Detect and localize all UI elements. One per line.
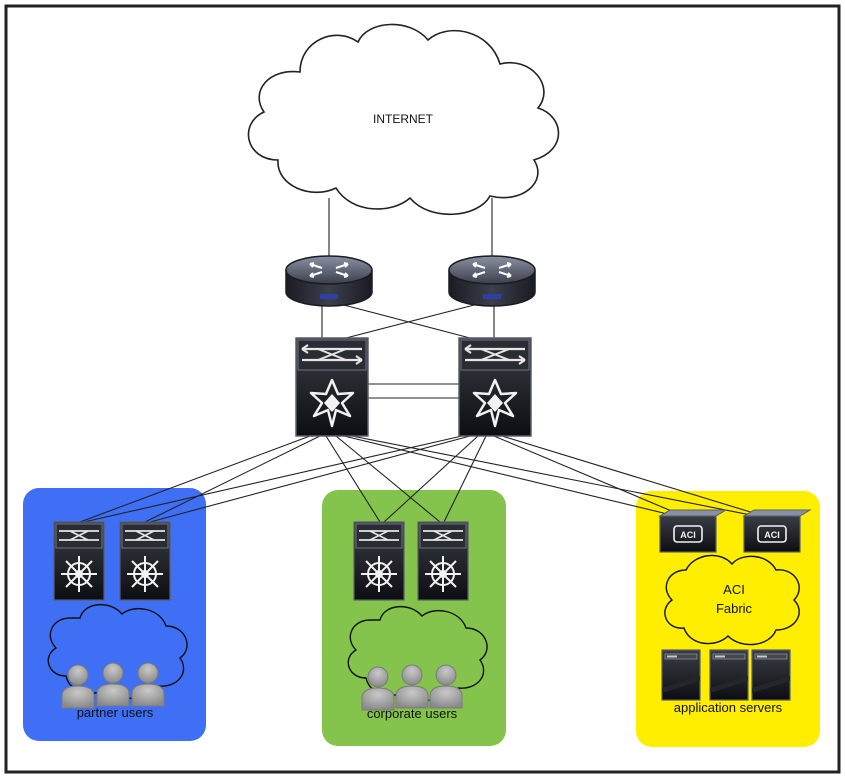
link-core-right-corporate-1 bbox=[383, 435, 479, 523]
link-core-right-corporate-2 bbox=[443, 435, 487, 523]
link-core-left-corporate-2 bbox=[335, 435, 441, 523]
aci-fabric-label-line1: ACI bbox=[723, 582, 745, 597]
link-core-left-corporate-1 bbox=[325, 435, 381, 523]
aci-badge-2: ACI bbox=[764, 530, 780, 540]
aci-switch-2: ACI bbox=[742, 509, 812, 553]
partner-users-label: partner users bbox=[77, 705, 154, 720]
link-core-right-partner-2 bbox=[149, 435, 471, 523]
application-server-1 bbox=[661, 649, 701, 701]
link-core-right-aci-2 bbox=[501, 435, 771, 519]
corporate-switch-2 bbox=[417, 521, 469, 601]
core-switch-right bbox=[457, 336, 533, 438]
link-core-left-partner-2 bbox=[144, 435, 321, 523]
link-core-right-partner-1 bbox=[83, 435, 463, 523]
corporate-switch-1 bbox=[353, 521, 405, 601]
aci-badge-1: ACI bbox=[680, 530, 696, 540]
internet-label: INTERNET bbox=[373, 112, 434, 126]
core-switch-left bbox=[294, 336, 370, 438]
router-left bbox=[285, 255, 373, 307]
link-router-left-core-right bbox=[339, 303, 471, 339]
aci-fabric-label-line2: Fabric bbox=[716, 601, 753, 616]
router-right bbox=[448, 255, 536, 307]
internet-cloud: INTERNET bbox=[247, 23, 560, 216]
corporate-users-label: corporate users bbox=[367, 706, 458, 721]
network-links bbox=[79, 198, 771, 523]
partner-switch-2 bbox=[119, 521, 171, 601]
aci-switch-1: ACI bbox=[658, 509, 728, 553]
application-server-2 bbox=[709, 649, 749, 701]
link-core-left-partner-1 bbox=[79, 435, 311, 523]
partner-switch-1 bbox=[53, 521, 105, 601]
application-server-3 bbox=[751, 649, 791, 701]
aci-fabric-cloud: ACI Fabric bbox=[664, 554, 800, 646]
link-router-right-core-left bbox=[345, 303, 479, 339]
link-core-right-aci-1 bbox=[493, 435, 689, 519]
application-servers-label: application servers bbox=[674, 700, 783, 715]
